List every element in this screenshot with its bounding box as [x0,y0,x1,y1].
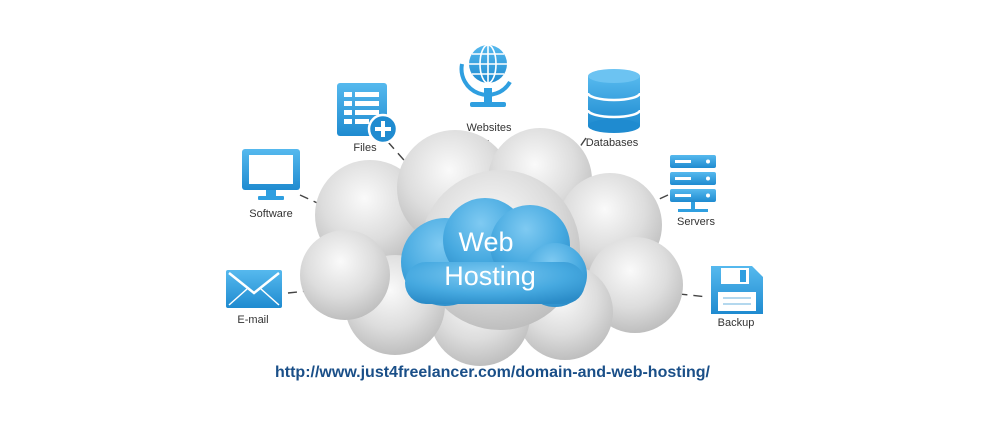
node-software: Software [242,149,300,220]
node-backup: Backup [711,266,763,329]
source-url[interactable]: http://www.just4freelancer.com/domain-an… [275,364,710,381]
web-hosting-cloud [401,198,587,307]
node-label-websites: Websites [466,122,512,134]
floppy-disk-icon [711,266,763,314]
document-add-icon [337,83,399,145]
node-label-servers: Servers [677,216,715,228]
node-databases: Databases [586,69,642,149]
node-label-email: E-mail [237,314,268,326]
monitor-icon [242,149,300,200]
node-label-software: Software [249,208,292,220]
node-servers: Servers [670,155,716,228]
center-title-line1: Web [458,227,513,257]
node-label-databases: Databases [586,137,639,149]
database-icon [586,69,642,133]
server-rack-icon [670,155,716,212]
envelope-icon [226,270,282,308]
node-label-backup: Backup [718,317,755,329]
node-label-files: Files [353,142,377,154]
node-files: Files [337,83,399,154]
center-title-line2: Hosting [444,261,536,291]
node-email: E-mail [226,270,282,326]
globe-icon [459,44,512,107]
node-websites: Websites [459,44,512,134]
